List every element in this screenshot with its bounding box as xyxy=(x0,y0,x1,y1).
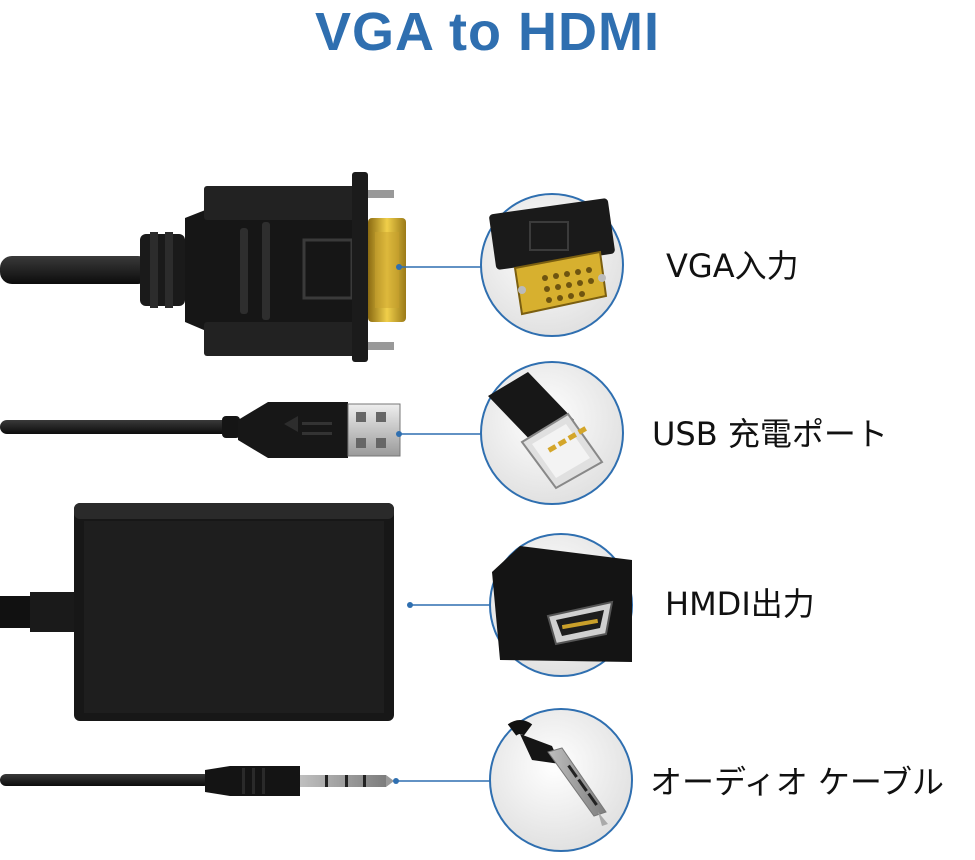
converter-box xyxy=(0,503,495,721)
callout-label-vga-input: VGA入力 xyxy=(666,247,799,285)
callout-label-usb-charging: USB 充電ポート xyxy=(652,415,888,453)
usb-cable-plug xyxy=(0,402,488,458)
usb-detail-bubble xyxy=(480,361,624,505)
vga-detail-bubble xyxy=(480,193,624,337)
audio-cable-jack xyxy=(0,766,495,796)
audio-detail-bubble xyxy=(489,708,633,852)
vga-cable-connector xyxy=(0,172,488,362)
hdmi-detail-bubble xyxy=(489,533,633,677)
product-title: VGA to HDMI xyxy=(315,2,660,62)
callout-label-hdmi-output: HMDI出力 xyxy=(665,585,815,623)
callout-label-audio-cable: オーディオ ケーブル xyxy=(650,763,945,801)
